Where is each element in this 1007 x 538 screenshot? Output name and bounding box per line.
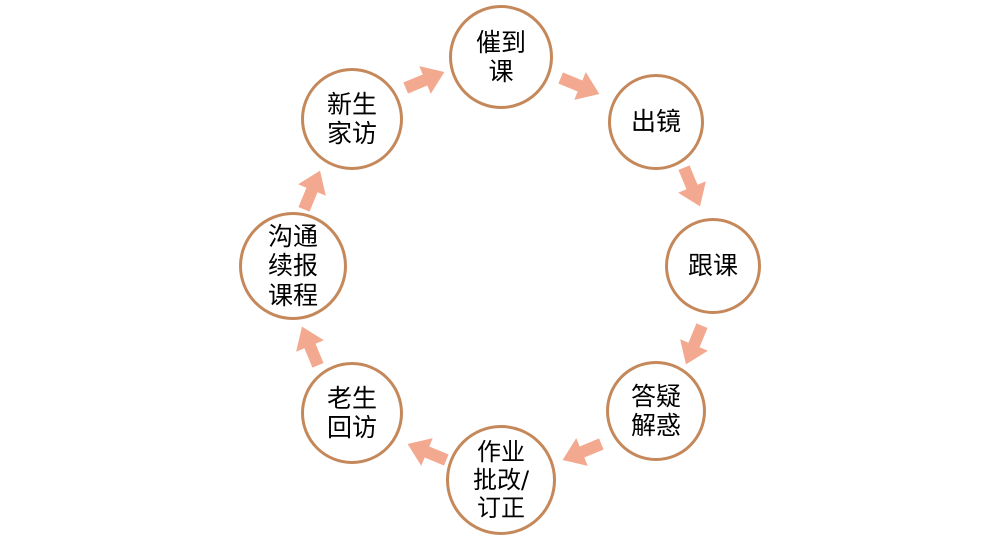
node-appear-on-camera: 出镜 bbox=[608, 74, 704, 170]
node-answer-questions: 答疑 解惑 bbox=[606, 361, 706, 461]
arrow-icon bbox=[554, 62, 606, 109]
node-label: 新生 家访 bbox=[326, 89, 377, 149]
arrow-icon bbox=[668, 161, 715, 213]
node-label: 出镜 bbox=[630, 107, 681, 137]
node-label: 答疑 解惑 bbox=[630, 381, 681, 441]
arrow-icon bbox=[401, 428, 453, 475]
node-old-student-follow-up: 老生 回访 bbox=[301, 362, 403, 464]
node-label: 催到 课 bbox=[475, 27, 526, 87]
arrow-icon bbox=[288, 164, 335, 216]
node-label: 沟通 续报 课程 bbox=[267, 221, 318, 310]
node-label: 老生 回访 bbox=[326, 383, 377, 443]
arrow-icon bbox=[286, 320, 333, 372]
node-urge-attend-class: 催到 课 bbox=[449, 5, 553, 109]
node-follow-lesson: 跟课 bbox=[665, 218, 761, 314]
arrow-icon bbox=[399, 56, 451, 103]
arrow-icon bbox=[670, 319, 717, 371]
node-label: 作业 批改/ 订正 bbox=[472, 437, 530, 523]
node-label: 跟课 bbox=[687, 251, 738, 281]
arrow-icon bbox=[556, 428, 608, 475]
node-homework-correction: 作业 批改/ 订正 bbox=[446, 425, 556, 535]
node-renewal-communication: 沟通 续报 课程 bbox=[239, 212, 347, 320]
node-new-student-home-visit: 新生 家访 bbox=[301, 68, 403, 170]
